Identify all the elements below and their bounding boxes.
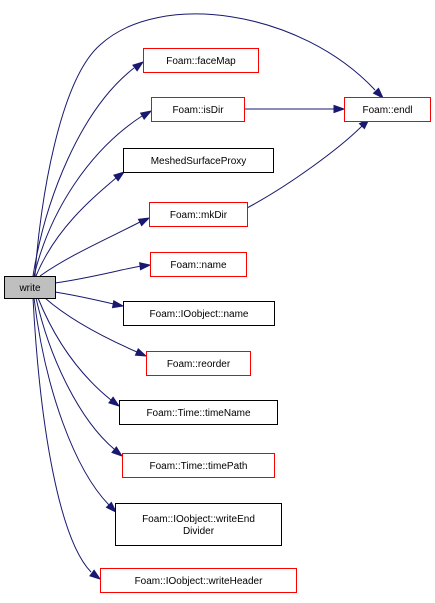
edge-write-to-name bbox=[54, 262, 152, 284]
edge-line bbox=[54, 265, 142, 284]
node-box bbox=[149, 202, 248, 227]
node-label: Foam::faceMap bbox=[166, 56, 236, 67]
edge-line bbox=[35, 177, 117, 277]
node-faceMap[interactable]: Foam::faceMap bbox=[143, 48, 259, 73]
edge-line bbox=[37, 297, 112, 401]
node-label: Foam::isDir bbox=[172, 105, 224, 116]
node-writeHeader[interactable]: Foam::IOobject::writeHeader bbox=[100, 568, 297, 593]
node-write[interactable]: write bbox=[4, 276, 56, 299]
node-box bbox=[146, 351, 251, 376]
node-box bbox=[100, 568, 297, 593]
edge-arrowhead bbox=[111, 446, 124, 457]
edge-line bbox=[35, 297, 115, 450]
node-box bbox=[150, 252, 247, 277]
edge-arrowhead bbox=[105, 501, 118, 514]
edge-arrowhead bbox=[139, 262, 152, 271]
edge-write-to-isDir bbox=[33, 110, 153, 277]
edge-arrowhead bbox=[89, 569, 102, 580]
node-label: Foam::name bbox=[170, 260, 227, 271]
edge-write-to-timePath bbox=[35, 297, 124, 457]
node-box bbox=[344, 97, 431, 122]
node-endl[interactable]: Foam::endl bbox=[344, 97, 431, 122]
node-box bbox=[143, 48, 259, 73]
edge-write-to-timeName bbox=[37, 297, 121, 407]
edge-line bbox=[39, 221, 141, 277]
edge-arrowhead bbox=[108, 396, 121, 407]
edge-line bbox=[32, 67, 135, 277]
node-box bbox=[151, 97, 245, 122]
node-box bbox=[122, 453, 275, 478]
node-box bbox=[4, 276, 56, 299]
edge-arrowhead bbox=[372, 87, 385, 100]
edge-arrowhead bbox=[137, 217, 151, 227]
edge-line bbox=[54, 291, 115, 305]
edge-line bbox=[32, 297, 92, 573]
edge-arrowhead bbox=[134, 347, 148, 357]
node-label: Foam::IOobject::name bbox=[150, 309, 249, 320]
node-timePath[interactable]: Foam::Time::timePath bbox=[122, 453, 275, 478]
node-label: Divider bbox=[183, 526, 215, 537]
node-box bbox=[123, 301, 275, 326]
edge-line bbox=[34, 13, 376, 277]
edge-arrowhead bbox=[132, 61, 145, 72]
node-label: Foam::IOobject::writeEnd bbox=[142, 514, 255, 525]
edge-write-to-ioobjectName bbox=[54, 291, 125, 309]
edge-write-to-writeHeader bbox=[32, 297, 102, 580]
node-label: write bbox=[18, 283, 41, 294]
node-reorder[interactable]: Foam::reorder bbox=[146, 351, 251, 376]
node-meshedSurfaceProxy[interactable]: MeshedSurfaceProxy bbox=[123, 148, 274, 173]
node-label: Foam::Time::timeName bbox=[146, 408, 251, 419]
edge-arrowhead bbox=[139, 110, 153, 120]
node-label: MeshedSurfaceProxy bbox=[151, 156, 247, 167]
node-box bbox=[119, 400, 278, 425]
node-mkDir[interactable]: Foam::mkDir bbox=[149, 202, 248, 227]
node-label: Foam::endl bbox=[362, 105, 412, 116]
edge-write-to-endl bbox=[34, 13, 385, 277]
call-edges bbox=[32, 13, 385, 580]
node-label: Foam::reorder bbox=[167, 359, 231, 370]
edge-write-to-mkDir bbox=[39, 217, 151, 277]
edge-isDir-to-endl bbox=[244, 104, 346, 114]
node-box bbox=[123, 148, 274, 173]
edge-line bbox=[246, 125, 363, 209]
edge-arrowhead bbox=[333, 104, 346, 114]
edge-write-to-meshedSurfaceProxy bbox=[35, 171, 126, 277]
edge-write-to-writeEndDivider bbox=[33, 297, 118, 514]
edge-write-to-faceMap bbox=[32, 61, 145, 277]
edge-line bbox=[44, 297, 138, 353]
node-label: Foam::mkDir bbox=[170, 210, 228, 221]
node-label: Foam::Time::timePath bbox=[150, 461, 248, 472]
node-ioobjectName[interactable]: Foam::IOobject::name bbox=[123, 301, 275, 326]
edge-line bbox=[33, 297, 110, 506]
edge-arrowhead bbox=[111, 299, 125, 309]
edge-write-to-reorder bbox=[44, 297, 148, 357]
node-box bbox=[115, 503, 282, 546]
node-isDir[interactable]: Foam::isDir bbox=[151, 97, 245, 122]
edge-line bbox=[33, 115, 143, 277]
node-label: Foam::IOobject::writeHeader bbox=[135, 576, 263, 587]
node-name[interactable]: Foam::name bbox=[150, 252, 247, 277]
edge-arrowhead bbox=[113, 171, 126, 182]
node-timeName[interactable]: Foam::Time::timeName bbox=[119, 400, 278, 425]
